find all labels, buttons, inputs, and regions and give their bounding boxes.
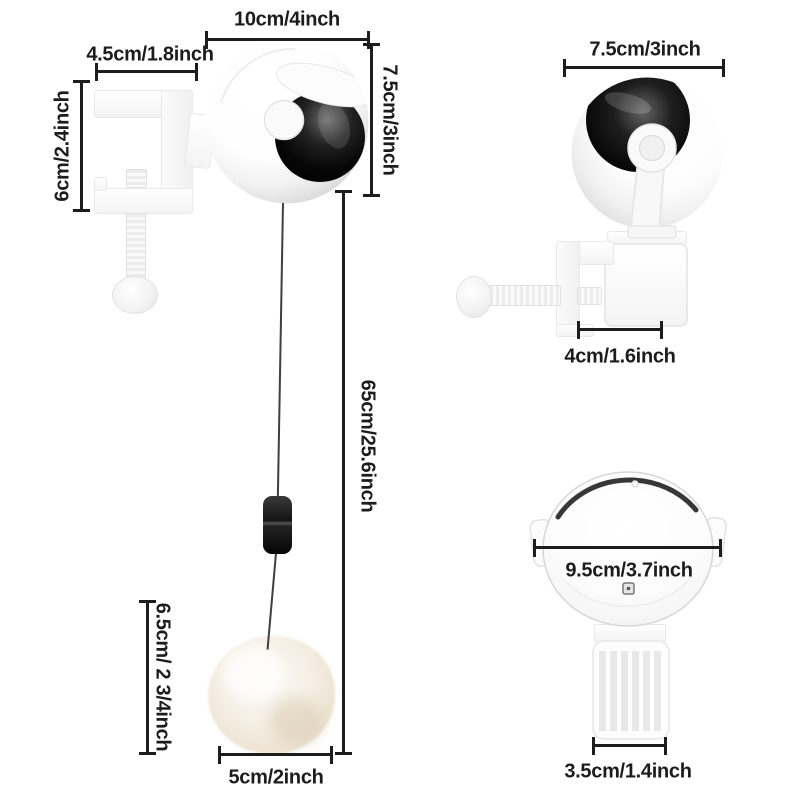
dim-clamp-width-label: 4.5cm/1.8inch xyxy=(86,43,214,66)
dim-pom-height-line xyxy=(139,600,156,755)
dome-rim-arc xyxy=(555,477,699,520)
dim-ball-width-label: 10cm/4inch xyxy=(234,8,340,31)
pom-shade xyxy=(269,698,323,744)
side-clamp-back-plate xyxy=(604,243,688,327)
dome-button-dot xyxy=(626,586,631,591)
side-clamp-screw-stub xyxy=(577,287,602,305)
camera-ball-front xyxy=(205,40,369,204)
plush-pom-ball xyxy=(208,636,335,754)
dim-ball-width-line xyxy=(205,30,370,49)
dim-clamp-width-line xyxy=(95,62,198,81)
dim-clamp-height-label: 6cm/2.4inch xyxy=(51,90,74,202)
dim-ball-height-line xyxy=(363,43,380,197)
clamp-screw-rod xyxy=(126,213,146,279)
base-slats xyxy=(599,651,663,731)
dim-pom-width-label: 5cm/2inch xyxy=(228,766,324,789)
dim-clamp-height-line xyxy=(73,80,90,212)
dome-ball xyxy=(529,471,727,627)
dome-inner-reflection xyxy=(565,575,693,608)
mount-knob xyxy=(263,99,305,141)
lifting-string-upper xyxy=(276,202,284,498)
dim-side-clamp-depth-line xyxy=(577,320,663,339)
dome-top-hole xyxy=(631,480,639,488)
clamp-screw-knob xyxy=(112,276,158,314)
dim-base-width-label: 3.5cm/1.4inch xyxy=(564,760,692,783)
side-lens-gloss xyxy=(604,92,652,114)
pom-highlight xyxy=(222,646,284,700)
slatted-base xyxy=(592,640,670,740)
clamp-jaw-lip xyxy=(94,177,107,191)
string-bead xyxy=(263,496,292,554)
side-clamp-screw-knob xyxy=(456,276,492,318)
lens-gloss xyxy=(317,101,351,149)
shell-overhang xyxy=(275,62,369,108)
clamp-bottom-arm xyxy=(94,188,193,214)
shell-seam xyxy=(220,47,296,104)
dim-pom-height-label: 6.5cm/ 2 3/4inch xyxy=(151,602,174,752)
dim-ball-height-label: 7.5cm/3inch xyxy=(378,64,401,176)
dim-string-length-line xyxy=(335,190,352,755)
dim-dome-diameter-line xyxy=(533,538,722,557)
side-arm-foot xyxy=(627,225,677,239)
dome-shell xyxy=(542,471,714,627)
side-hinge-inner xyxy=(638,134,666,162)
clamp-screw-stub xyxy=(126,169,147,188)
dim-side-ball-width-label: 7.5cm/3inch xyxy=(589,38,701,61)
dim-side-clamp-depth-label: 4cm/1.6inch xyxy=(564,345,676,368)
dim-pom-width-line xyxy=(218,745,333,764)
camera-ball-side xyxy=(571,77,723,239)
dim-base-width-line xyxy=(592,736,667,755)
dim-string-length-label: 65cm/25.6inch xyxy=(356,379,379,513)
dim-dome-diameter-label: 9.5cm/3.7inch xyxy=(565,559,693,582)
side-clamp-screw-rod xyxy=(489,285,561,306)
dim-side-ball-width-line xyxy=(563,58,725,77)
